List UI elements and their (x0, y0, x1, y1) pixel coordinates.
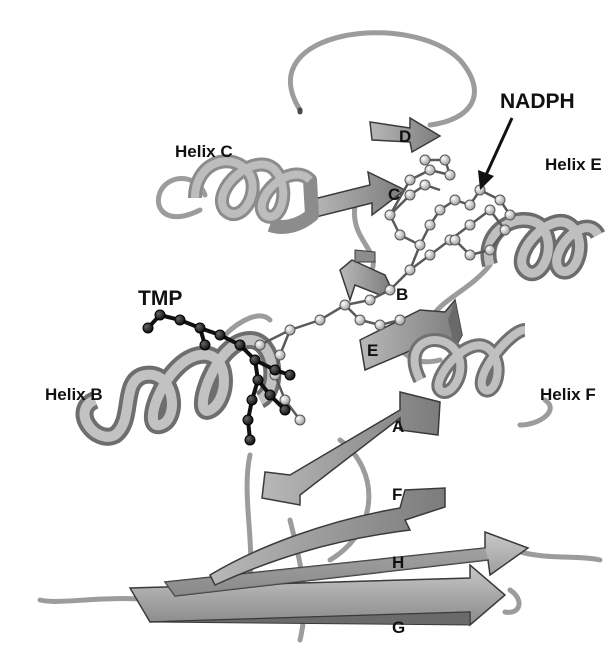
helix-c-label: Helix C (175, 142, 233, 161)
strand-d-label: D (399, 127, 411, 146)
strand-e-label: E (367, 341, 378, 360)
tmp-label: TMP (138, 287, 182, 310)
helix-e-label: Helix E (545, 155, 602, 174)
strand-b-label: B (396, 285, 408, 304)
strand-f-label: F (392, 485, 402, 504)
helix-b-label: Helix B (45, 385, 103, 404)
nadph-label: NADPH (500, 90, 575, 113)
helix-c (195, 161, 312, 227)
strand-g-label: G (392, 618, 405, 637)
strand-c-label: C (388, 185, 400, 204)
helix-f-label: Helix F (540, 385, 596, 404)
strand-a-label: A (392, 417, 404, 436)
strand-h-label: H (392, 553, 404, 572)
nadph-pointer-arrow (478, 118, 512, 190)
